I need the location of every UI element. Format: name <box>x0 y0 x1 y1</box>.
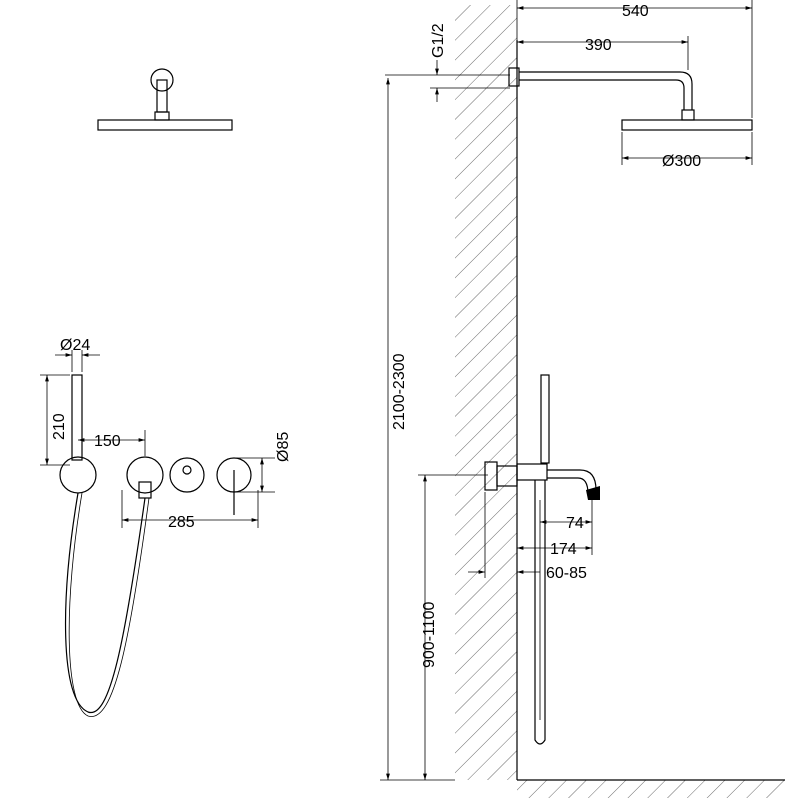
dim-60-85: 60-85 <box>468 492 587 582</box>
dim-ø24: Ø24 <box>55 337 100 372</box>
dim-74: 74 <box>540 500 593 555</box>
svg-text:150: 150 <box>94 433 121 450</box>
svg-text:900-1100: 900-1100 <box>421 601 438 668</box>
dim-285: 285 <box>121 490 259 531</box>
svg-text:Ø24: Ø24 <box>60 337 90 354</box>
dim-174: 174 <box>517 541 592 558</box>
dim-ø85: Ø85 <box>234 432 292 493</box>
svg-text:Ø300: Ø300 <box>662 153 701 170</box>
svg-text:285: 285 <box>168 514 195 531</box>
dim-2100-2300: 2100-2300 <box>380 78 455 781</box>
dim-g12: G1/2 <box>385 23 510 102</box>
bath-mixer-side-view <box>484 374 600 745</box>
dim-540: 540 <box>516 0 753 118</box>
svg-text:Ø85: Ø85 <box>275 432 292 462</box>
svg-text:2100-2300: 2100-2300 <box>391 353 408 430</box>
svg-text:390: 390 <box>585 37 612 54</box>
wall <box>455 5 785 798</box>
svg-text:60-85: 60-85 <box>546 565 587 582</box>
dim-390: 390 <box>517 36 689 70</box>
dim-210: 210 <box>40 374 70 466</box>
floor <box>517 780 785 798</box>
dim-150: 150 <box>78 430 146 456</box>
svg-text:G1/2: G1/2 <box>430 23 447 58</box>
svg-text:210: 210 <box>51 413 68 440</box>
svg-text:74: 74 <box>566 515 584 532</box>
overhead-shower-front-view <box>97 68 233 131</box>
controls-front-view <box>59 374 252 717</box>
dim-ø300: Ø300 <box>621 132 753 170</box>
overhead-shower-side-view <box>508 67 753 131</box>
svg-text:174: 174 <box>550 541 577 558</box>
dim-900-1100: 900-1100 <box>418 474 488 780</box>
svg-text:540: 540 <box>622 3 649 20</box>
